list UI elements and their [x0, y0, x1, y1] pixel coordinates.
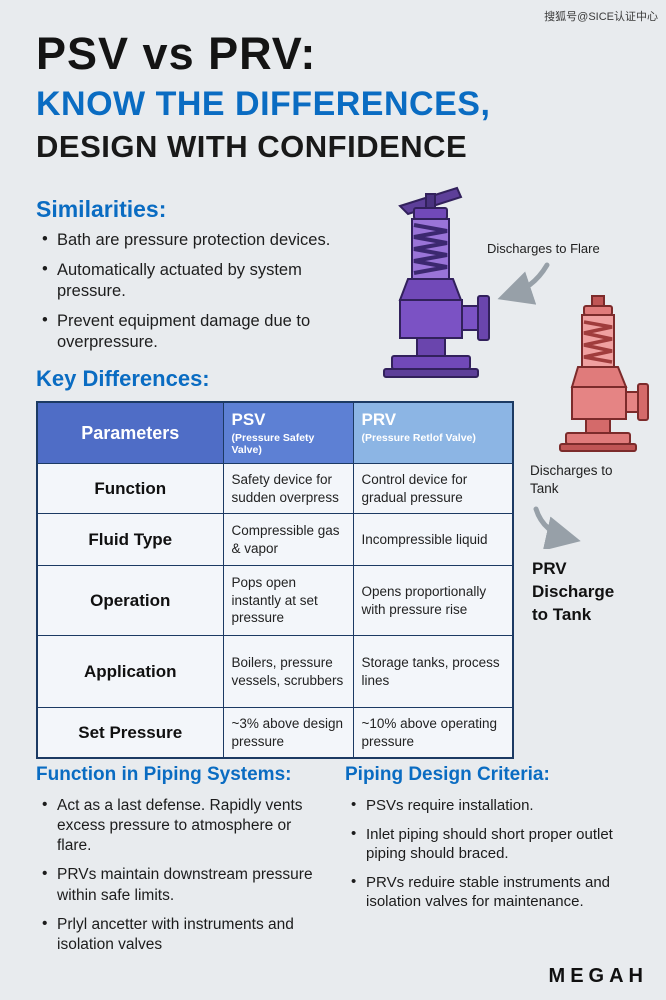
key-differences-heading: Key Differences:: [36, 366, 210, 391]
piping-criteria-heading: Piping Design Criteria:: [345, 764, 550, 785]
similarities-list: Bath are pressure protection devices. Au…: [40, 229, 362, 363]
psv-cell: Compressible gas & vapor: [222, 513, 354, 567]
piping-function-item: Act as a last defense. Rapidly vents exc…: [40, 795, 328, 856]
col-header-psv: PSV (Pressure Safety Valve): [222, 401, 354, 465]
col-header-parameters: Parameters: [36, 401, 224, 465]
piping-criteria-item: PRVs reduire stable instruments and isol…: [349, 872, 639, 912]
prv-valve-icon: [559, 295, 649, 452]
similarity-item: Automatically actuated by system pressur…: [40, 259, 362, 302]
tank-arrow-icon: [533, 506, 581, 549]
prv-cell: Storage tanks, process lines: [352, 635, 514, 709]
table-row: Application Boilers, pressure vessels, s…: [36, 635, 514, 709]
row-parameter: Fluid Type: [36, 513, 224, 567]
flare-arrow-icon: [497, 262, 550, 305]
psv-cell: Boilers, pressure vessels, scrubbers: [222, 635, 354, 709]
prv-discharge-caption: PRV Discharge to Tank: [532, 559, 615, 624]
col-title: PRV: [361, 410, 397, 429]
similarity-item: Bath are pressure protection devices.: [40, 229, 362, 251]
piping-function-item: PRVs maintain downstream pressure within…: [40, 864, 328, 905]
col-header-prv: PRV (Pressure Retlof Valve): [352, 401, 514, 465]
prv-cell: Control device for gradual pressure: [352, 463, 514, 515]
piping-criteria-item: Inlet piping should short proper outlet …: [349, 824, 639, 864]
piping-function-list: Act as a last defense. Rapidly vents exc…: [40, 795, 328, 964]
col-subtitle: (Pressure Safety Valve): [231, 432, 315, 457]
page-title-subtitle: DESIGN WITH CONFIDENCE: [36, 129, 468, 164]
brand-logo: MEGAH: [548, 965, 648, 987]
table-header-row: Parameters PSV (Pressure Safety Valve) P…: [36, 401, 514, 465]
table-row: Function Safety device for sudden overpr…: [36, 463, 514, 515]
col-title: PSV: [231, 410, 266, 429]
prv-cell: Incompressible liquid: [352, 513, 514, 567]
row-parameter: Application: [36, 635, 224, 709]
page-title-accent: KNOW THE DIFFERENCES,: [36, 85, 491, 123]
tank-discharge-label: Discharges to Tank: [530, 463, 613, 496]
piping-criteria-list: PSVs require installation. Inlet piping …: [349, 795, 639, 921]
psv-cell: Pops open instantly at set pressure: [222, 565, 354, 637]
psv-valve-illustration: [383, 186, 490, 378]
prv-cell: Opens proportionally with pressure rise: [352, 565, 514, 637]
table-row: Set Pressure ~3% above design pressure ~…: [36, 707, 514, 759]
table-row: Operation Pops open instantly at set pre…: [36, 565, 514, 637]
psv-cell: ~3% above design pressure: [222, 707, 354, 759]
flare-discharge-label: Discharges to Flare: [487, 241, 600, 256]
col-subtitle: (Pressure Retlof Valve): [361, 432, 476, 444]
table-row: Fluid Type Compressible gas & vapor Inco…: [36, 513, 514, 567]
row-parameter: Set Pressure: [36, 707, 224, 759]
col-title: Parameters: [81, 422, 180, 443]
prv-valve-illustration: [559, 295, 649, 452]
piping-criteria-item: PSVs require installation.: [349, 795, 639, 816]
piping-function-heading: Function in Piping Systems:: [36, 764, 292, 785]
row-parameter: Operation: [36, 565, 224, 637]
similarity-item: Prevent equipment damage due to overpres…: [40, 310, 362, 353]
similarities-heading: Similarities:: [36, 196, 167, 222]
psv-cell: Safety device for sudden overpress: [222, 463, 354, 515]
piping-function-item: Prlyl ancetter with instruments and isol…: [40, 914, 328, 955]
watermark: 搜狐号@SICE认证中心: [544, 11, 658, 23]
prv-cell: ~10% above operating pressure: [352, 707, 514, 759]
differences-table: Parameters PSV (Pressure Safety Valve) P…: [36, 401, 514, 760]
row-parameter: Function: [36, 463, 224, 515]
psv-valve-icon: [383, 186, 490, 378]
page-title: PSV vs PRV:: [36, 28, 317, 79]
